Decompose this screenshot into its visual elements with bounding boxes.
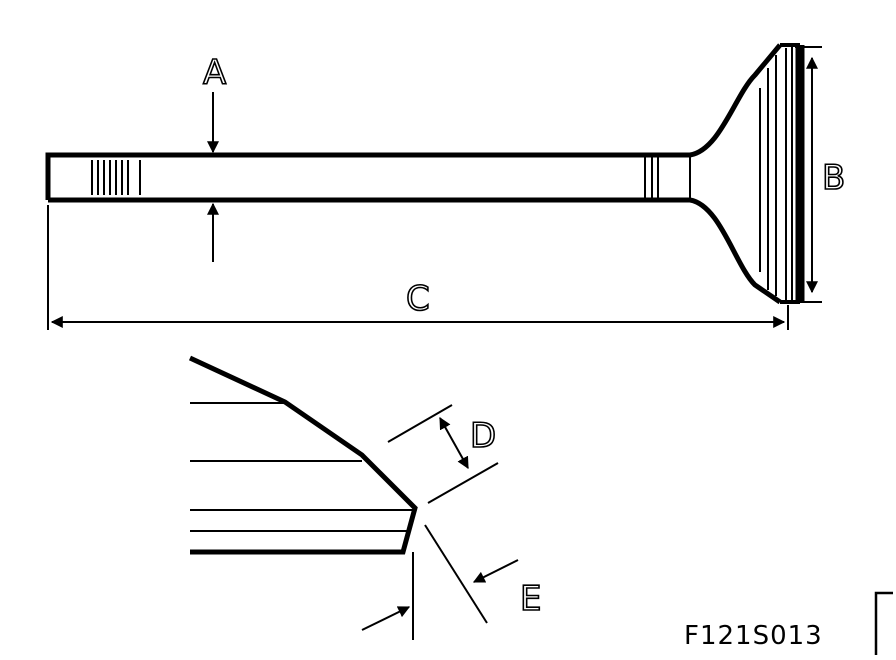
dimension-c bbox=[47, 205, 789, 330]
keeper-grooves bbox=[91, 160, 141, 195]
stem-transition-lines bbox=[644, 155, 691, 200]
figure-code: F121S013 bbox=[684, 621, 823, 651]
valve-head bbox=[645, 43, 805, 305]
valve-face-detail bbox=[188, 355, 418, 555]
label-b: B bbox=[822, 158, 845, 198]
corner-bracket bbox=[874, 591, 893, 655]
label-d: D bbox=[470, 416, 496, 456]
label-c: C bbox=[406, 279, 430, 319]
dimension-d bbox=[387, 404, 499, 504]
dimension-b bbox=[795, 46, 822, 303]
head-inner-lines bbox=[759, 47, 793, 301]
label-a: A bbox=[203, 53, 226, 93]
label-e: E bbox=[520, 579, 541, 619]
dimension-e bbox=[361, 524, 519, 640]
valve-stem bbox=[45, 152, 691, 203]
detail-inner-lines bbox=[190, 402, 415, 532]
